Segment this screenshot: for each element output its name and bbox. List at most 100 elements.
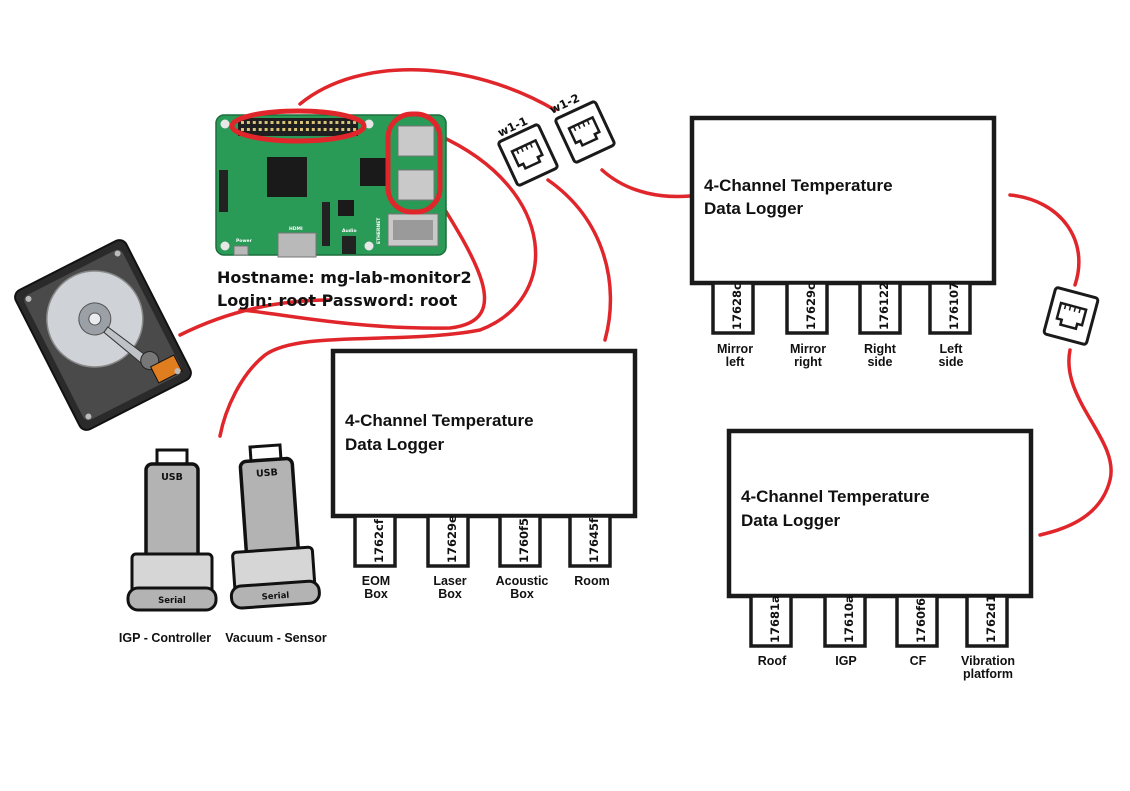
logger-title-line1: 4-Channel Temperature: [704, 176, 893, 195]
power-port: [233, 245, 249, 256]
usb-highlight: [385, 111, 443, 215]
gpio-pin: [258, 121, 262, 124]
cable-pi-usb-to-serial: [218, 133, 538, 438]
sensor-slot: 17645f: [568, 514, 612, 568]
gpio-pin: [252, 121, 256, 124]
cable-w1-2-to-logger-top: [600, 168, 692, 199]
sensor-label: left: [726, 355, 746, 369]
sensor-slot: 1760f5: [498, 514, 542, 568]
gpio-pin: [264, 128, 268, 131]
gpio-pin: [288, 128, 292, 131]
sensor-label: right: [794, 355, 823, 369]
sensor-label: Left: [940, 342, 964, 356]
pi-login: Login: root Password: root: [217, 291, 458, 310]
sensor-id: 1762d1: [984, 595, 998, 643]
hdmi-port: [277, 232, 317, 258]
sensor-label: Box: [438, 587, 462, 601]
gpio-pin: [323, 121, 327, 124]
gpio-header: [238, 118, 358, 136]
hard-disk-icon: [14, 239, 192, 431]
gpio-pin: [300, 128, 303, 131]
gpio-highlight: [229, 108, 367, 144]
sensor-id: 17610a: [842, 595, 856, 643]
gpio-pin: [305, 128, 309, 131]
sensor-label: Acoustic: [496, 574, 549, 588]
gpio-pin: [270, 128, 274, 131]
sensor-id: 176122: [877, 282, 891, 330]
gpio-pin: [258, 128, 262, 131]
gpio-pin: [353, 128, 357, 131]
soc-chip: [267, 157, 307, 197]
gpio-pin: [264, 121, 268, 124]
data-logger-bottom: 4-Channel Temperature Data Logger 17681a…: [726, 428, 1034, 681]
usb-port-top: [397, 125, 435, 157]
sensor-slot: 17629c: [785, 281, 829, 335]
adapter-caption-igp: IGP - Controller: [119, 631, 211, 645]
audio-jack: [342, 236, 356, 254]
cable-socket-to-logger-bottom: [1038, 348, 1113, 537]
sensor-label: Laser: [433, 574, 466, 588]
logger-title-line2: Data Logger: [704, 199, 804, 218]
sensor-slot: 176122: [858, 281, 902, 335]
sensor-id: 17628c: [730, 283, 744, 330]
cable-pi-header-to-w1-2: [298, 68, 557, 112]
serial-label: Serial: [158, 596, 186, 606]
sensor-id: 17629e: [445, 515, 459, 563]
gpio-pin: [276, 121, 280, 124]
gpio-pin: [323, 128, 327, 131]
sensor-label: Vibration: [961, 654, 1015, 668]
sensor-id: 176107: [947, 282, 961, 330]
usb-port-bottom: [397, 169, 435, 201]
gpio-pin: [317, 128, 321, 131]
audio-label: Audio: [342, 228, 357, 234]
sensor-label: Mirror: [790, 342, 826, 356]
connector-w1-1: [497, 123, 559, 187]
sensor-slot: 17610a: [823, 594, 867, 648]
sensor-label: side: [867, 355, 892, 369]
cable-logger-top-to-socket: [1008, 193, 1081, 287]
gpio-pin: [270, 121, 274, 124]
sensor-label: CF: [910, 654, 927, 668]
gpio-pin: [252, 128, 256, 131]
gpio-pin: [294, 128, 298, 131]
gpio-pin: [329, 121, 333, 124]
gpio-pin: [335, 121, 339, 124]
sensor-id: 17629c: [804, 283, 818, 330]
gpio-pin: [241, 121, 244, 124]
gpio-pin: [311, 121, 315, 124]
serial-label: Serial: [261, 591, 289, 603]
pi-hostname: Hostname: mg-lab-monitor2: [217, 268, 472, 287]
sensor-slot: 17628c: [711, 281, 755, 335]
sensor-label: Right: [864, 342, 897, 356]
sensor-label: IGP: [835, 654, 857, 668]
sensor-label: Box: [510, 587, 534, 601]
cable-w1-1-to-logger-mid: [546, 178, 613, 342]
gpio-pin: [335, 128, 339, 131]
sensor-id: 17681a: [768, 595, 782, 643]
adapter-caption-vacuum: Vacuum - Sensor: [225, 631, 327, 645]
logger-title-line2: Data Logger: [741, 511, 841, 530]
gpio-pin: [329, 128, 333, 131]
gpio-pin: [241, 128, 244, 131]
logger-title-line2: Data Logger: [345, 435, 445, 454]
data-logger-middle: 4-Channel Temperature Data Logger 1762cf…: [330, 348, 638, 601]
gpio-pin: [311, 128, 315, 131]
cables: [178, 68, 1113, 537]
sensor-label: EOM: [362, 574, 390, 588]
sensor-slot: 17629e: [426, 514, 470, 568]
sensor-slot: 1762cf: [353, 514, 397, 568]
gpio-pin: [276, 128, 280, 131]
sensor-label: Mirror: [717, 342, 753, 356]
connector-w1-2: [554, 100, 616, 164]
sensor-slot: 17681a: [749, 594, 793, 648]
gpio-pin: [288, 121, 292, 124]
gpio-pin: [341, 128, 345, 131]
gpio-pin: [246, 121, 250, 124]
sensor-label: side: [938, 355, 963, 369]
usb-label: USB: [256, 467, 279, 479]
sensor-id: 1760f6: [914, 598, 928, 643]
usb-label: USB: [161, 472, 183, 483]
gpio-pin: [282, 121, 286, 124]
sensor-label: Roof: [758, 654, 787, 668]
